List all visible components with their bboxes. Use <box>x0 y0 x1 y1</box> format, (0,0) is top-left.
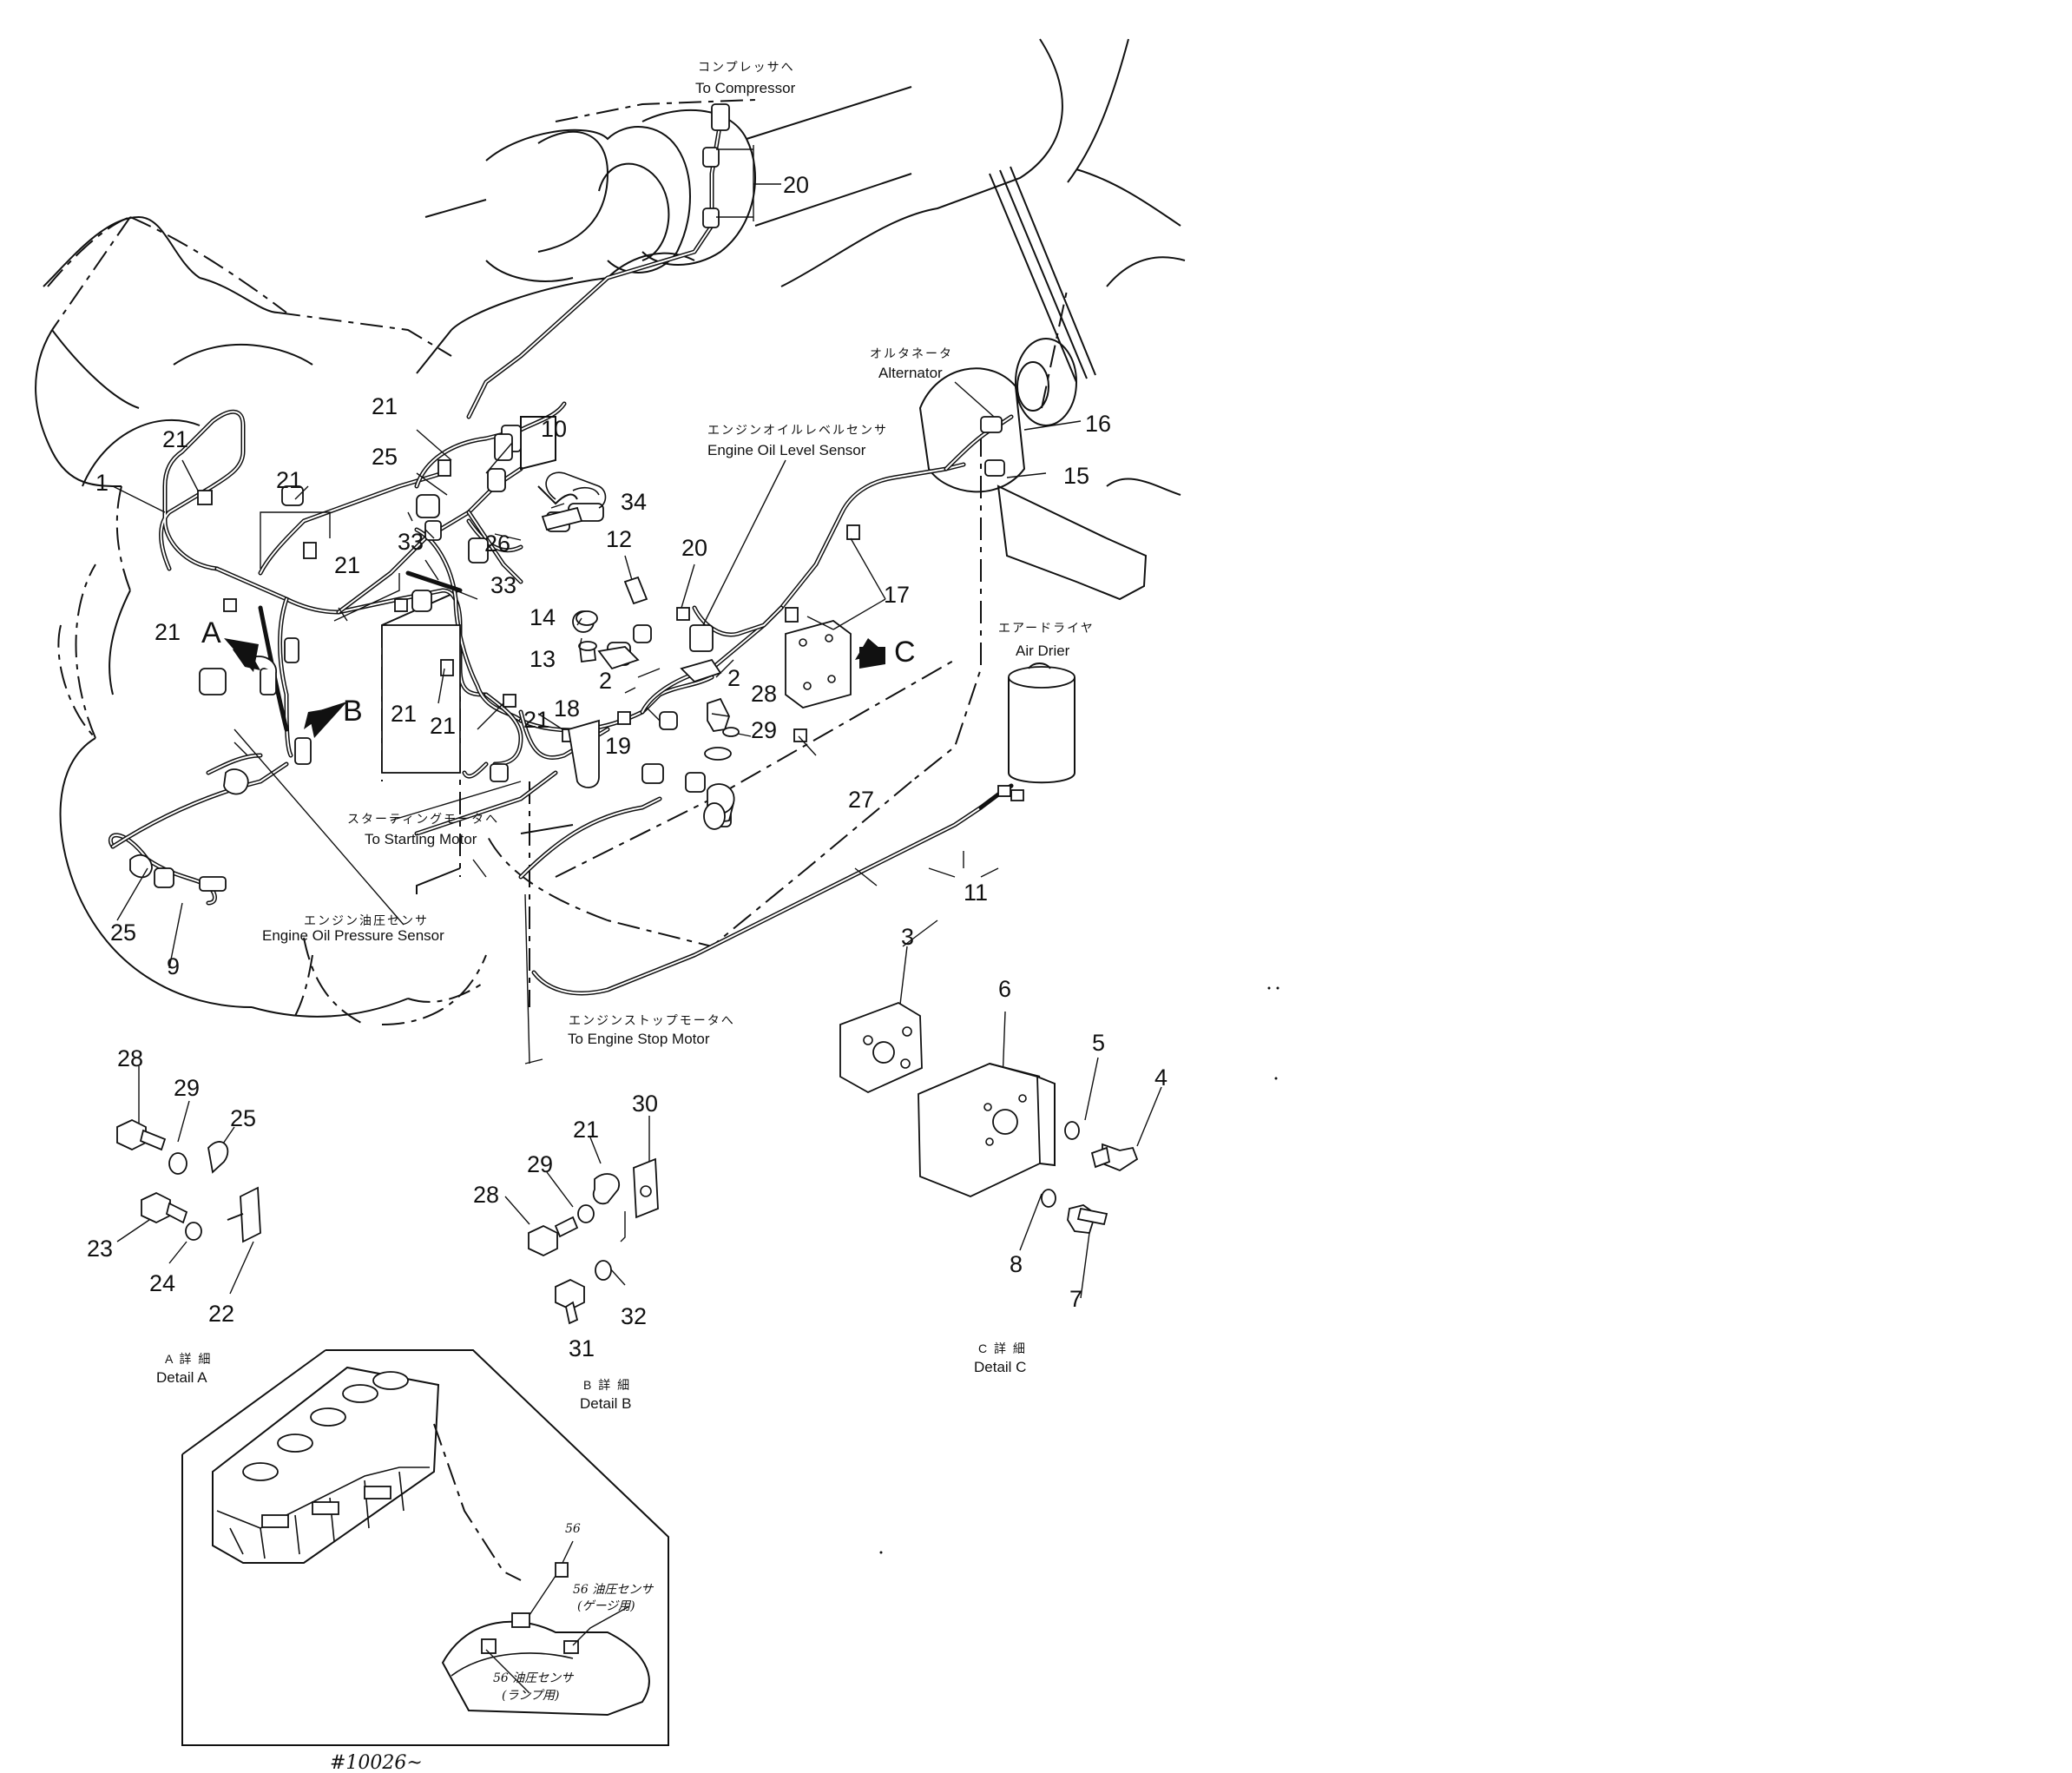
part-number: 31 <box>569 1335 595 1361</box>
inset-detail: 56 56 油圧センサ (ゲージ用) 56 油圧センサ (ランプ用) #1002… <box>181 1349 669 1773</box>
part-number: 28 <box>751 681 777 707</box>
label-oil-level-en: Engine Oil Level Sensor <box>707 442 866 458</box>
detail-a-parts <box>116 1118 261 1243</box>
part-number: 33 <box>398 529 424 555</box>
view-arrow-b: B <box>343 695 363 728</box>
part-number: 28 <box>117 1045 143 1071</box>
inset-note-gauge-2: (ゲージ用) <box>577 1599 635 1613</box>
component-c-box <box>785 620 852 709</box>
part-number: 29 <box>751 717 777 743</box>
part-number: 3 <box>901 924 914 950</box>
part-number: 22 <box>208 1301 234 1327</box>
label-oil-level-jp: エンジンオイルレベルセンサ <box>707 423 888 437</box>
part-number: 1 <box>95 470 109 496</box>
components <box>129 103 1075 892</box>
part-number: 21 <box>430 713 456 739</box>
stray-marks <box>879 986 1279 1554</box>
part-number: 2 <box>599 668 612 694</box>
part-number: 24 <box>149 1270 175 1296</box>
part-number: 20 <box>783 172 809 198</box>
part-number: 5 <box>1092 1030 1105 1056</box>
part-number: 33 <box>490 572 516 598</box>
label-alternator-en: Alternator <box>878 365 943 381</box>
part-number: 29 <box>174 1075 200 1101</box>
part-number: 29 <box>527 1151 553 1177</box>
view-arrows: A B C <box>201 616 916 738</box>
part-number: 19 <box>605 733 631 759</box>
view-arrow-a: A <box>201 616 221 649</box>
part-number: 2 <box>727 665 740 691</box>
detail-c-parts <box>839 1002 1139 1234</box>
part-number: 7 <box>1069 1286 1082 1312</box>
part-number: 12 <box>606 526 632 552</box>
connectors <box>129 103 1005 892</box>
label-starting-motor-en: To Starting Motor <box>365 831 477 847</box>
label-alternator-jp: オルタネータ <box>870 346 953 360</box>
view-arrow-c: C <box>894 636 916 669</box>
label-compressor-jp: コンプレッサへ <box>698 60 795 74</box>
callout-labels: コンプレッサへ To Compressor オルタネータ Alternator … <box>156 60 1095 1412</box>
inset-part-number: 56 <box>565 1522 581 1536</box>
label-compressor-en: To Compressor <box>695 80 796 96</box>
engine-outline <box>35 38 1186 1025</box>
wiring-harness <box>108 119 1014 996</box>
detail-b-title-en: Detail B <box>580 1395 632 1412</box>
label-oil-pressure-en: Engine Oil Pressure Sensor <box>262 927 444 944</box>
part-number: 25 <box>230 1105 256 1131</box>
part-number: 21 <box>573 1117 599 1143</box>
part-number: 15 <box>1063 463 1089 489</box>
part-number: 21 <box>276 467 302 493</box>
part-number: 6 <box>998 976 1011 1002</box>
part-number: 21 <box>391 701 417 727</box>
part-number: 28 <box>473 1182 499 1208</box>
detail-a-title-jp: A 詳 細 <box>165 1352 212 1366</box>
part-number: 30 <box>632 1091 658 1117</box>
detail-b-parts <box>528 1157 659 1325</box>
part-number: 27 <box>848 787 874 813</box>
part-numbers: 1 2 2 3 4 5 6 7 8 9 10 11 12 13 14 15 16… <box>87 172 1168 1361</box>
part-number: 21 <box>334 552 360 578</box>
part-number: 9 <box>167 953 180 979</box>
label-stop-motor-jp: エンジンストップモータへ <box>569 1013 735 1027</box>
part-number: 11 <box>964 880 988 906</box>
part-number: 18 <box>554 695 580 722</box>
detail-c-title-en: Detail C <box>974 1359 1026 1375</box>
inset-note-gauge-1: 56 油圧センサ <box>573 1583 654 1597</box>
part-number: 32 <box>621 1303 647 1329</box>
part-number: 25 <box>372 444 398 470</box>
label-air-drier-en: Air Drier <box>1016 643 1070 659</box>
label-oil-pressure-jp: エンジン油圧センサ <box>304 913 429 927</box>
part-number: 25 <box>110 919 136 946</box>
part-number: 14 <box>530 604 556 630</box>
label-air-drier-jp: エアードライヤ <box>998 621 1095 635</box>
detail-b-title-jp: B 詳 細 <box>583 1378 631 1392</box>
part-number: 10 <box>541 416 567 442</box>
inset-note-lamp-1: 56 油圧センサ <box>493 1671 574 1685</box>
leader-lines <box>112 145 1162 1322</box>
inset-serial-number: #10026~ <box>330 1752 423 1773</box>
part-number: 21 <box>155 619 181 645</box>
part-number: 8 <box>1010 1251 1023 1277</box>
oil-level-sensor-parts <box>576 576 648 663</box>
part-number: 34 <box>621 489 647 515</box>
part-number: 21 <box>372 393 398 419</box>
clamps <box>197 459 860 742</box>
detail-c-title-jp: C 詳 細 <box>978 1341 1027 1355</box>
part-number: 16 <box>1085 411 1111 437</box>
part-number: 4 <box>1154 1064 1168 1091</box>
label-stop-motor-en: To Engine Stop Motor <box>568 1031 710 1047</box>
detail-a-title-en: Detail A <box>156 1369 207 1386</box>
part-number: 13 <box>530 646 556 672</box>
part-number: 17 <box>884 582 910 608</box>
part-number: 20 <box>681 535 707 561</box>
label-starting-motor-jp: スターティングモータへ <box>347 812 499 826</box>
part-number: 21 <box>162 426 188 452</box>
air-drier <box>997 662 1075 801</box>
part-number: 26 <box>484 531 510 557</box>
part-number: 21 <box>523 707 549 733</box>
inset-note-lamp-2: (ランプ用) <box>502 1689 560 1703</box>
part-number: 23 <box>87 1236 113 1262</box>
